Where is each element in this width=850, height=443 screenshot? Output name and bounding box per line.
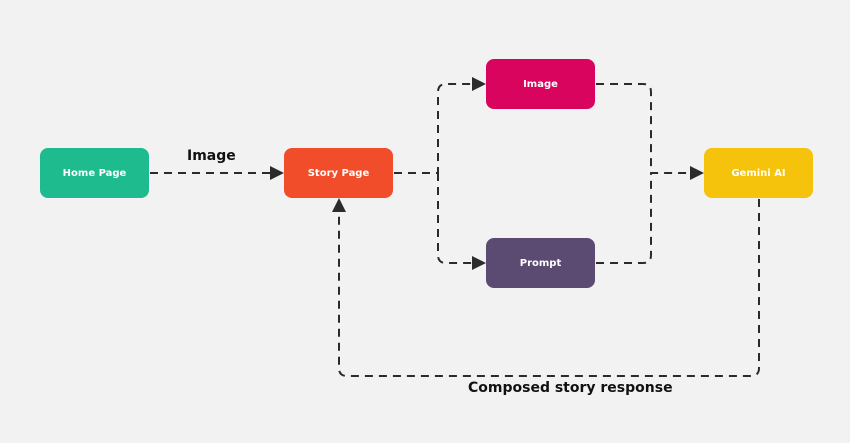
edge-prompt-to-gemini [596, 173, 652, 264]
gemini-ai-node: Gemini AI [704, 148, 813, 198]
arrowhead-story-to-prompt [472, 256, 486, 270]
arrowhead-story-to-image [472, 77, 486, 91]
arrowhead-gemini-to-story [332, 198, 346, 212]
edge-story-to-prompt [437, 173, 474, 264]
prompt-node: Prompt [486, 238, 595, 288]
story-page-label: Story Page [307, 167, 370, 179]
edge-gemini-to-story [338, 199, 760, 377]
home-page-node: Home Page [40, 148, 149, 198]
home-page-label: Home Page [62, 167, 127, 179]
edge-label-composed-story-response: Composed story response [468, 380, 673, 396]
prompt-label: Prompt [519, 257, 562, 269]
story-page-node: Story Page [284, 148, 393, 198]
image-label: Image [523, 78, 558, 90]
edge-label-image: Image [187, 148, 236, 164]
arrowhead-to-gemini [690, 166, 704, 180]
arrowhead-home-to-story [270, 166, 284, 180]
edge-story-to-image [394, 83, 474, 174]
edge-image-to-gemini [596, 83, 692, 174]
gemini-ai-label: Gemini AI [731, 167, 786, 179]
image-node: Image [486, 59, 595, 109]
